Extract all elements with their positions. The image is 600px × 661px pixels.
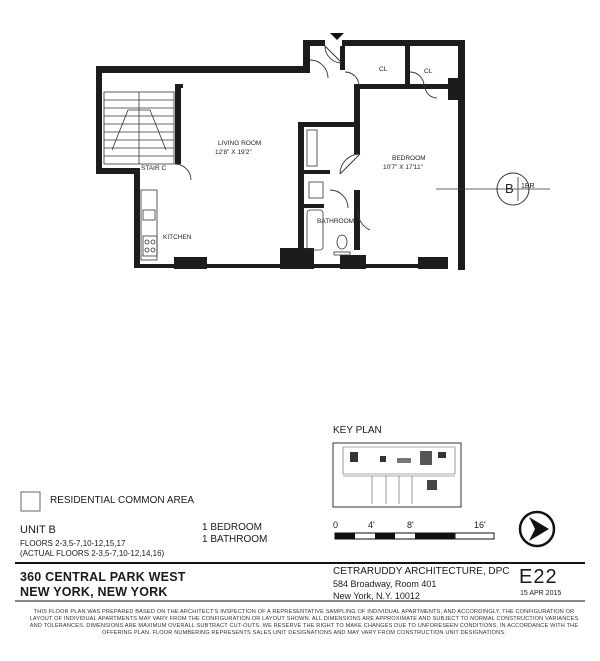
address-line1: 360 CENTRAL PARK WEST xyxy=(20,570,186,584)
kitchen-fixtures xyxy=(140,189,158,261)
living-room-label: LIVING ROOM xyxy=(218,140,261,147)
kitchen-label: KITCHEN xyxy=(163,234,192,241)
bathroom-fixtures xyxy=(306,129,351,256)
scale-label-0: 0 xyxy=(333,520,339,530)
stair-label: STAIR C xyxy=(141,165,166,172)
stair-treads xyxy=(103,91,175,165)
common-area-label: RESIDENTIAL COMMON AREA xyxy=(50,495,195,506)
door-swings xyxy=(174,45,438,231)
unit-bedrooms: 1 BEDROOM xyxy=(202,522,263,533)
unit-tag: B 1BR xyxy=(436,172,550,206)
unit-actual-floors: (ACTUAL FLOORS 2-3,5-7,10-12,14,16) xyxy=(20,549,165,558)
scale-label-16: 16' xyxy=(474,520,486,530)
plan-walls xyxy=(96,40,465,270)
bedroom-label: BEDROOM xyxy=(392,155,426,162)
north-arrow-icon xyxy=(518,510,556,548)
scale-bar xyxy=(334,532,495,540)
address-line2: NEW YORK, NEW YORK xyxy=(20,585,168,599)
architect-city: New York, N.Y. 10012 xyxy=(333,591,420,601)
common-area-swatch xyxy=(20,491,41,512)
bedroom-dims: 10'7" X 17'11" xyxy=(383,164,424,171)
architect-name: CETRARUDDY ARCHITECTURE, DPC xyxy=(333,566,510,577)
scale-label-8: 8' xyxy=(407,520,414,530)
unit-tag-type: 1BR xyxy=(521,183,535,190)
closet-label-2: CL xyxy=(424,68,433,75)
unit-floors: FLOORS 2-3,5-7,10-12,15,17 xyxy=(20,539,126,548)
key-plan-title: KEY PLAN xyxy=(333,425,382,436)
living-room-dims: 12'8" X 19'2" xyxy=(215,149,252,156)
key-plan xyxy=(332,442,462,508)
disclaimer-text: This floor plan was prepared based on th… xyxy=(29,608,579,637)
plan-code: E22 xyxy=(519,566,558,588)
plan-date: 15 APR 2015 xyxy=(520,590,562,597)
entry-arrow-icon xyxy=(330,33,344,40)
unit-bathrooms: 1 BATHROOM xyxy=(202,534,268,545)
architect-street: 584 Broadway, Room 401 xyxy=(333,579,437,589)
scale-label-4: 4' xyxy=(368,520,375,530)
bathroom-label: BATHROOM xyxy=(317,218,354,225)
unit-tag-letter: B xyxy=(505,181,514,196)
unit-name: UNIT B xyxy=(20,524,56,536)
closet-label-1: CL xyxy=(379,66,388,73)
